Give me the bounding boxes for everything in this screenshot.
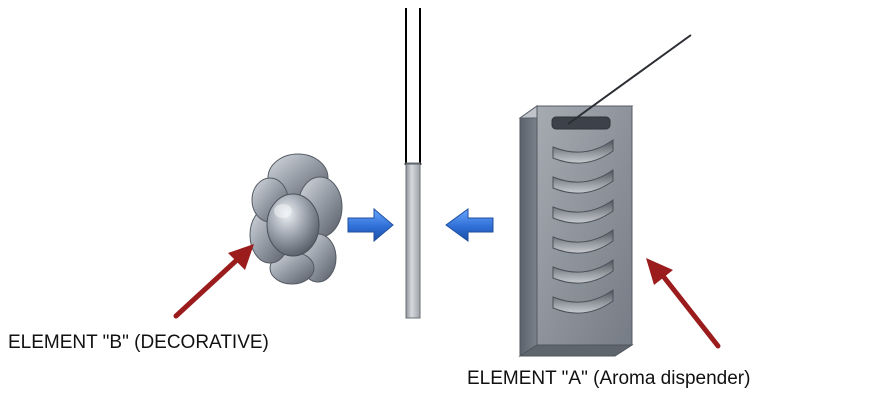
push-arrow-a-icon bbox=[445, 208, 494, 242]
wall-panel bbox=[404, 8, 422, 319]
pointer-arrow-a-icon bbox=[646, 258, 721, 349]
element-a-caption: ELEMENT "A" (Aroma dispender) bbox=[467, 368, 751, 389]
element-b-flower-icon bbox=[249, 153, 343, 285]
push-arrow-b-icon bbox=[347, 207, 394, 243]
element-b-caption: ELEMENT "B" (DECORATIVE) bbox=[8, 332, 269, 353]
pointer-arrow-b-icon bbox=[173, 244, 254, 319]
element-a-dispenser-icon bbox=[518, 34, 692, 357]
